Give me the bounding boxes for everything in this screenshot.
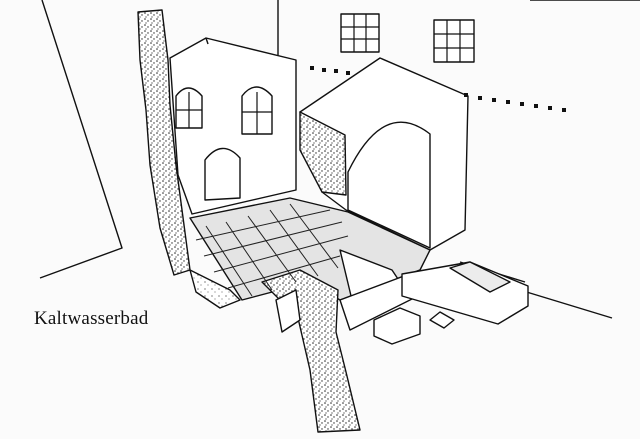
upper-window-left — [340, 13, 380, 53]
small-block — [373, 307, 421, 345]
window-grids — [176, 14, 474, 134]
corner-pillar — [275, 289, 301, 333]
left-floor-stipple — [189, 269, 241, 309]
arch-building-face — [299, 111, 347, 196]
arch-window-lower — [204, 147, 241, 201]
great-arch — [347, 121, 431, 249]
beam-holes — [310, 66, 566, 112]
front-low-wall-inner — [449, 261, 511, 293]
floor-tiles — [195, 203, 349, 297]
upper-window-right — [433, 19, 475, 63]
roof-line — [205, 37, 209, 45]
floor-drain — [429, 311, 455, 329]
outer-wall-left-edge — [39, 0, 123, 279]
figure-caption: Kaltwasserbad — [34, 308, 149, 329]
right-ground-line — [519, 289, 613, 319]
